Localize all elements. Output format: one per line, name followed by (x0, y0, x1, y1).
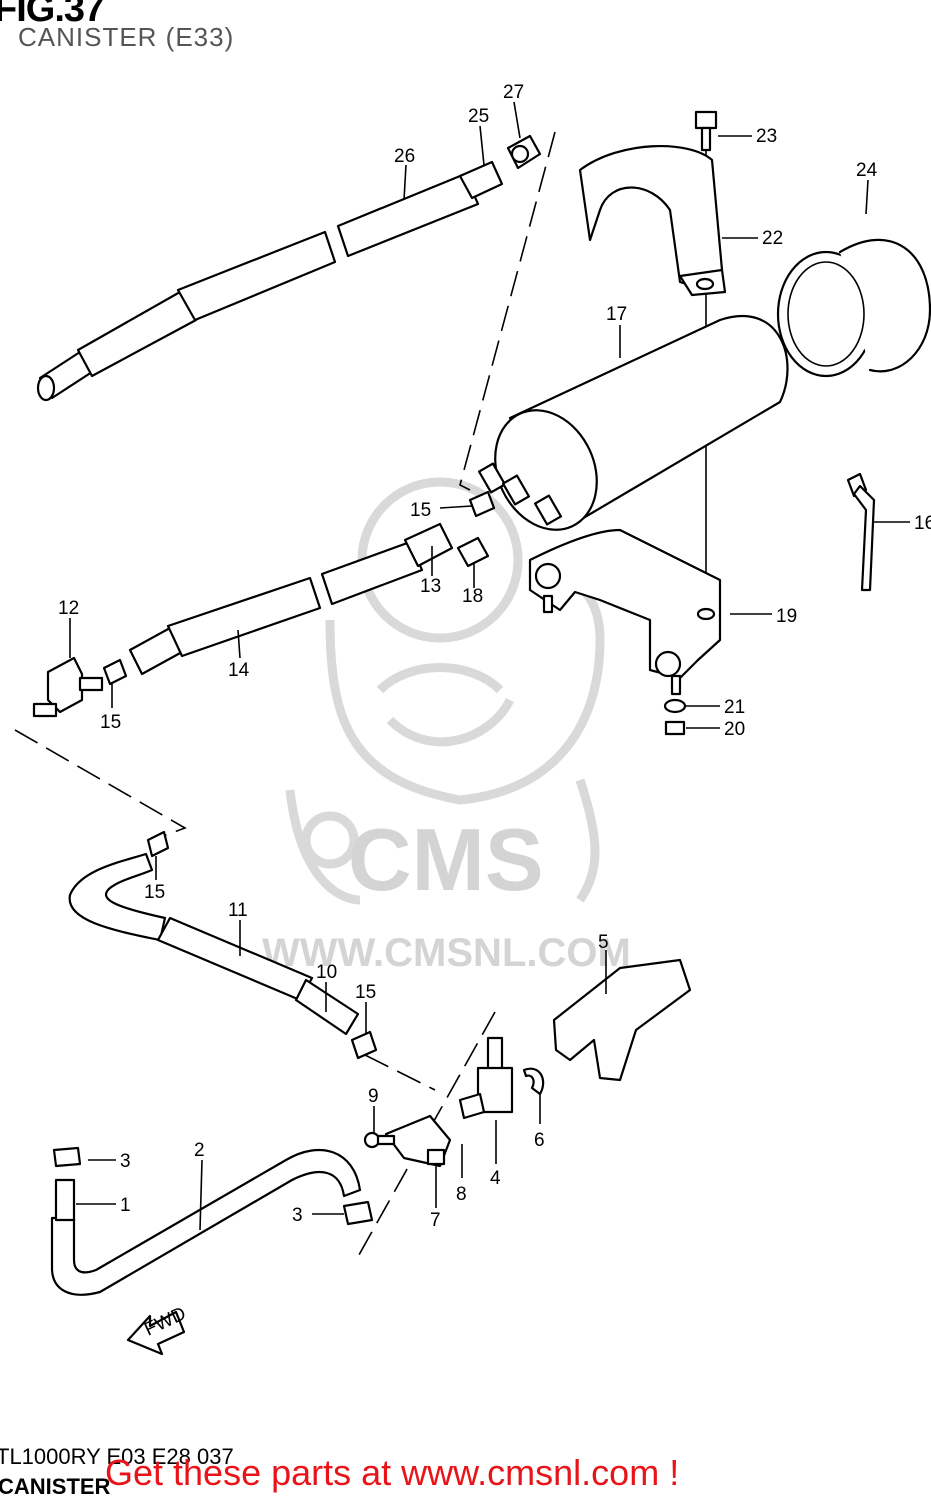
screw-9 (363, 1131, 396, 1149)
callout-22: 22 (762, 228, 783, 249)
valve-4 (458, 1036, 514, 1120)
callout-15-mid: 15 (144, 882, 165, 903)
callout-20: 20 (724, 719, 745, 740)
callout-3-top: 3 (120, 1151, 131, 1172)
callout-5: 5 (598, 932, 609, 953)
callout-7: 7 (430, 1210, 441, 1231)
model-name: CANISTER (0, 1474, 111, 1499)
bracket-5 (552, 958, 692, 1082)
bracket-22 (578, 144, 727, 297)
callout-6: 6 (534, 1130, 545, 1151)
ring-24 (776, 238, 931, 378)
callout-3-low: 3 (292, 1205, 303, 1226)
cap-18 (456, 536, 490, 568)
fwd-arrow: FWD (126, 1303, 189, 1356)
washer-21 (663, 698, 687, 714)
figure-subtitle: CANISTER (E33) (18, 22, 235, 52)
callout-23: 23 (756, 126, 777, 147)
clamp-15-left (102, 658, 128, 686)
callout-9: 9 (368, 1086, 379, 1107)
model-code: TL1000RY E03 E28 037 (0, 1444, 234, 1469)
watermark-logo-text: CMS (348, 810, 544, 909)
clamp-15-top (468, 490, 496, 518)
hose-11 (68, 852, 360, 1036)
clamp-27 (506, 134, 542, 170)
bolt-23 (694, 110, 718, 152)
callout-24: 24 (856, 160, 878, 181)
callout-17: 17 (606, 304, 627, 325)
clip-6 (522, 1067, 545, 1096)
callout-15-low: 15 (355, 982, 376, 1003)
clamp-15-mid (146, 830, 170, 858)
callout-16: 16 (914, 513, 931, 534)
callout-11: 11 (228, 900, 248, 921)
leader-lines (69, 101, 910, 1231)
callout-26: 26 (394, 146, 415, 167)
callout-15-left: 15 (100, 712, 121, 733)
hose-2 (50, 1148, 362, 1296)
callout-1: 1 (120, 1195, 131, 1216)
clamp-3-top (52, 1146, 82, 1168)
callout-8: 8 (456, 1184, 467, 1205)
watermark-logo: CMS WWW.CMSNL.COM (262, 477, 631, 975)
callout-27: 27 (503, 82, 524, 103)
callout-18: 18 (462, 586, 483, 607)
callout-10: 10 (316, 962, 337, 983)
hose-26 (36, 160, 504, 402)
clamp-15-low (350, 1030, 378, 1060)
callout-25: 25 (468, 106, 489, 127)
callout-numbers: 27 25 26 23 22 24 17 16 15 13 18 12 14 1… (58, 82, 931, 1231)
nut-20 (664, 720, 686, 736)
valve-12 (32, 656, 104, 718)
callout-14: 14 (228, 660, 250, 681)
promo-link[interactable]: Get these parts at www.cmsnl.com ! (105, 1452, 680, 1493)
watermark-url: WWW.CMSNL.COM (262, 931, 631, 975)
clamp-3-low (342, 1200, 374, 1226)
callout-2: 2 (194, 1140, 205, 1161)
callout-4: 4 (490, 1168, 501, 1189)
bracket-7-8 (384, 1114, 452, 1168)
clip-16 (846, 472, 876, 592)
assembly-guide-lines (14, 131, 707, 1263)
callout-12: 12 (58, 598, 79, 619)
callout-21: 21 (724, 697, 745, 718)
callout-19: 19 (776, 606, 797, 627)
callout-15-top: 15 (410, 500, 431, 521)
callout-13: 13 (420, 576, 441, 597)
hose-14 (128, 522, 454, 676)
figure-title: FIG.37 (0, 0, 105, 30)
canister-17 (477, 314, 789, 531)
bracket-19 (528, 528, 722, 696)
